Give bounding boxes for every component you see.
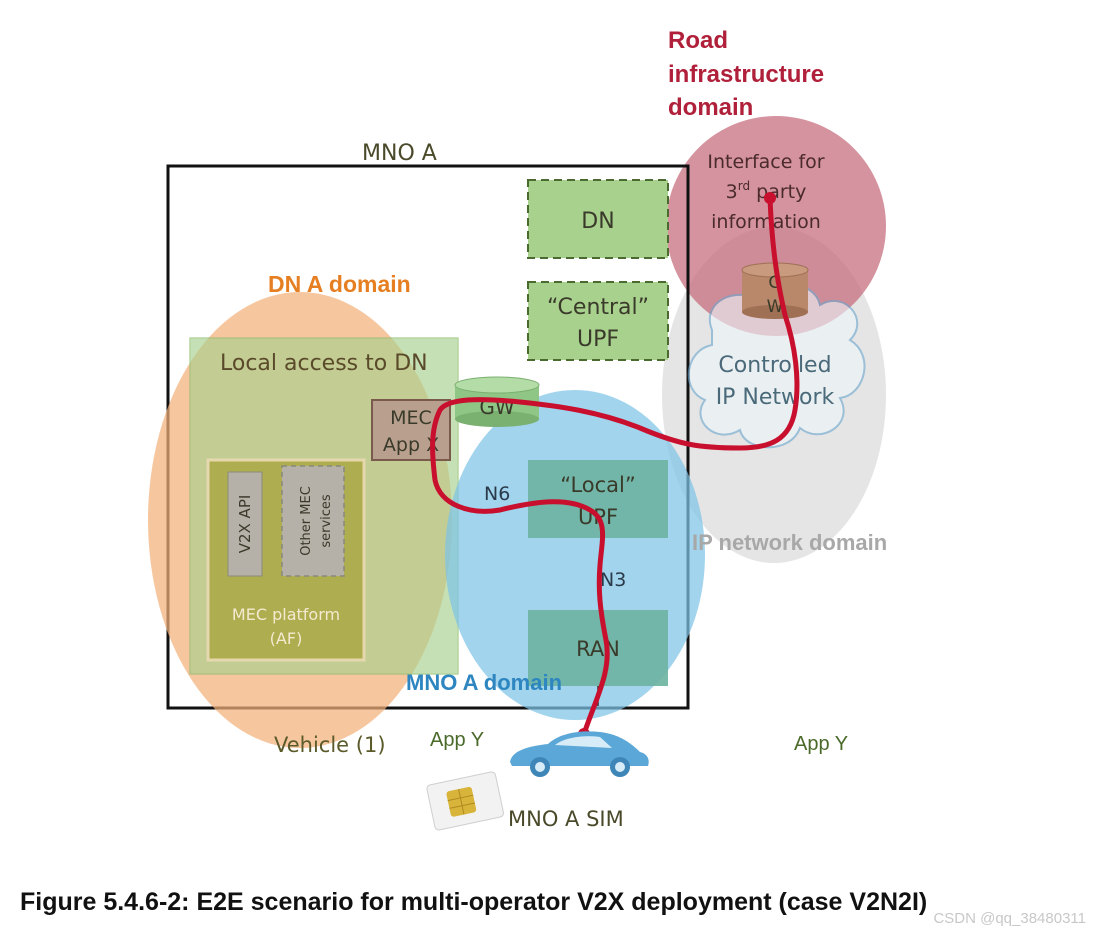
dn-a-domain-label: DN A domain — [268, 271, 411, 297]
local-upf-box — [528, 460, 668, 538]
mec-platform-label-line2: (AF) — [270, 629, 303, 648]
local-access-label: Local access to DN — [220, 351, 428, 376]
mno-a-domain-label: MNO A domain — [406, 670, 562, 695]
road-domain-title-line1: Road — [668, 27, 728, 54]
mec-app-box — [371, 399, 451, 461]
e2e-path — [430, 195, 800, 737]
controlled-ip-label-line2: IP Network — [716, 385, 835, 410]
dn-label: DN — [581, 209, 614, 234]
road-domain-title-line2: infrastructure — [668, 61, 824, 88]
sim-label: MNO A SIM — [508, 807, 624, 831]
central-upf-label-line1: “Central” — [547, 295, 649, 320]
interface-party: party — [750, 181, 806, 203]
dn-box — [527, 179, 669, 259]
mno-a-label: MNO A — [362, 141, 437, 166]
v2x-api-label: V2X API — [236, 495, 254, 554]
ran-label: RAN — [576, 637, 620, 661]
road-gw-cylinder — [741, 262, 809, 319]
central-upf-box — [527, 281, 669, 361]
interface-label-line1: Interface for — [707, 151, 824, 173]
road-gw-label-w: W — [767, 297, 784, 317]
road-domain-title-line3: domain — [668, 94, 753, 121]
sim-card-icon — [426, 771, 504, 831]
mec-platform-label-line1: MEC platform — [232, 605, 340, 624]
mec-app-label-line2: App X — [383, 434, 439, 456]
interface-label-line3: information — [711, 211, 821, 233]
road-infrastructure-domain-area — [666, 116, 886, 336]
ran-box — [528, 610, 668, 686]
other-mec-label-line1: Other MEC — [299, 486, 314, 556]
app-y-right: App Y — [794, 733, 848, 755]
v2x-api-box — [227, 471, 263, 577]
figure-caption: Figure 5.4.6-2: E2E scenario for multi-o… — [20, 888, 928, 916]
interface-rd: rd — [738, 179, 750, 193]
controlled-ip-label-line1: Controlled — [718, 353, 831, 378]
mec-app-label-line1: MEC — [390, 407, 432, 429]
central-upf-label-line2: UPF — [577, 327, 619, 352]
other-mec-box — [281, 465, 345, 577]
other-mec-label-line2: services — [319, 494, 334, 548]
interface-3: 3 — [726, 181, 738, 203]
n6-label: N6 — [484, 483, 510, 505]
watermark: CSDN @qq_38480311 — [933, 910, 1086, 927]
e2e-diagram: DN “Central” UPF “Local” UPF RAN GW MEC … — [148, 27, 887, 831]
path-end-top — [764, 192, 776, 204]
n3-label: N3 — [600, 569, 626, 591]
vehicle-label: Vehicle (1) — [274, 733, 386, 757]
car-icon — [510, 731, 649, 777]
app-y-left: App Y — [430, 729, 484, 751]
local-upf-label-line1: “Local” — [560, 473, 636, 497]
ip-domain-label: IP network domain — [692, 530, 887, 555]
